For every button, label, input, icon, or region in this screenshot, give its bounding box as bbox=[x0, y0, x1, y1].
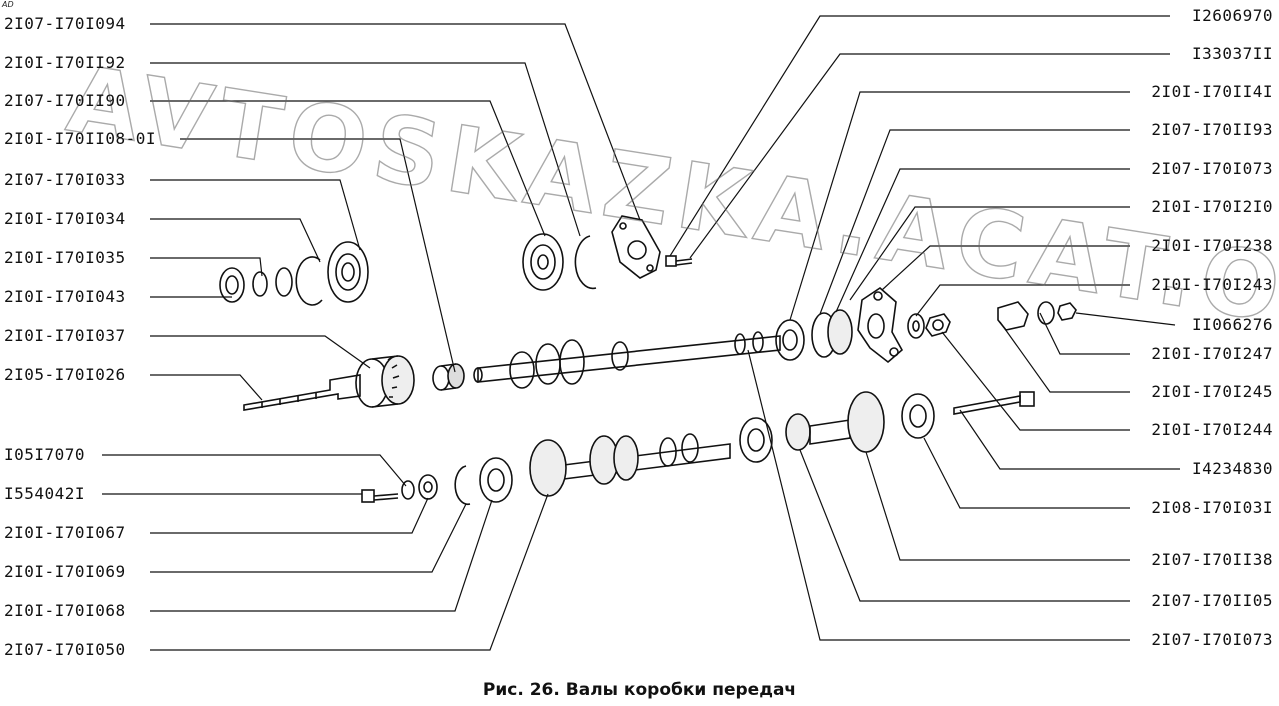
bearing-lower-right bbox=[901, 393, 935, 439]
washer-lower-2 bbox=[418, 474, 438, 500]
label-left-1: 2I07-I70I094 bbox=[4, 14, 126, 33]
counter-shaft bbox=[529, 433, 731, 497]
label-left-14: 2I0I-I70I069 bbox=[4, 562, 126, 581]
label-right-2: I33037II bbox=[1191, 44, 1273, 63]
label-left-7: 2I0I-I70I035 bbox=[4, 248, 126, 267]
label-left-6: 2I0I-I70I034 bbox=[4, 209, 126, 228]
spacer-ring-small bbox=[252, 271, 268, 297]
label-right-14: 2I08-I70I03I bbox=[1151, 498, 1273, 517]
label-right-15: 2I07-I70II38 bbox=[1151, 550, 1273, 569]
nut-right bbox=[925, 313, 951, 337]
snap-ring-lower bbox=[454, 465, 471, 506]
cover-plate bbox=[611, 215, 661, 279]
bearing-lower-mid bbox=[739, 417, 773, 463]
label-left-12: I554042I bbox=[4, 484, 86, 503]
label-right-11: 2I0I-I70I245 bbox=[1151, 382, 1273, 401]
label-left-4: 2I0I-I70II08-0I bbox=[4, 129, 156, 148]
bolt-lower bbox=[361, 489, 399, 503]
figure-caption: Рис. 26. Валы коробки передач bbox=[482, 680, 797, 700]
label-right-17: 2I07-I70I073 bbox=[1151, 630, 1273, 649]
washer-lower-1 bbox=[401, 480, 415, 500]
corner-mark: AD bbox=[2, 0, 14, 9]
label-right-4: 2I07-I70II93 bbox=[1151, 120, 1273, 139]
leader-lines bbox=[102, 15, 1180, 651]
label-right-6: 2I0I-I70I2I0 bbox=[1151, 197, 1273, 216]
snap-ring-top bbox=[574, 235, 597, 290]
bearing-lower-left bbox=[479, 457, 513, 503]
label-left-2: 2I0I-I70II92 bbox=[4, 53, 126, 72]
input-shaft bbox=[243, 374, 361, 411]
label-left-11: I05I7070 bbox=[4, 445, 86, 464]
nut-small-right bbox=[1057, 302, 1077, 321]
label-left-13: 2I0I-I70I067 bbox=[4, 523, 126, 542]
label-right-9: II066276 bbox=[1191, 315, 1273, 334]
label-right-7: 2I0I-I70I238 bbox=[1151, 236, 1273, 255]
reverse-gear-shaft bbox=[785, 391, 885, 453]
washer-right bbox=[907, 313, 925, 339]
label-left-5: 2I07-I70I033 bbox=[4, 170, 126, 189]
label-right-3: 2I0I-I70II4I bbox=[1151, 82, 1273, 101]
bearing-upper-left bbox=[327, 241, 369, 303]
needle-bearing bbox=[432, 363, 465, 391]
bolt-long-right bbox=[953, 391, 1035, 415]
input-gear bbox=[355, 355, 415, 408]
label-left-10: 2I05-I70I026 bbox=[4, 365, 126, 384]
bearing-top bbox=[522, 233, 564, 291]
label-left-8: 2I0I-I70I043 bbox=[4, 287, 126, 306]
bearing-retainer bbox=[857, 286, 904, 364]
label-right-1: I2606970 bbox=[1191, 6, 1273, 25]
label-right-8: 2I0I-I70I243 bbox=[1151, 275, 1273, 294]
main-shaft bbox=[473, 331, 781, 389]
fifth-gear-upper bbox=[811, 309, 853, 358]
spacer-ring bbox=[275, 267, 293, 297]
label-right-13: I4234830 bbox=[1191, 459, 1273, 478]
label-left-3: 2I07-I70II90 bbox=[4, 91, 126, 110]
label-right-16: 2I07-I70II05 bbox=[1151, 591, 1273, 610]
label-left-16: 2I07-I70I050 bbox=[4, 640, 126, 659]
oil-seal bbox=[219, 267, 245, 303]
bolt-top bbox=[665, 255, 693, 267]
label-left-15: 2I0I-I70I068 bbox=[4, 601, 126, 620]
label-right-10: 2I0I-I70I247 bbox=[1151, 344, 1273, 363]
cap-right bbox=[997, 301, 1029, 331]
label-left-9: 2I0I-I70I037 bbox=[4, 326, 126, 345]
label-right-5: 2I07-I70I073 bbox=[1151, 159, 1273, 178]
label-right-12: 2I0I-I70I244 bbox=[1151, 420, 1273, 439]
snap-ring-upper bbox=[295, 256, 323, 306]
